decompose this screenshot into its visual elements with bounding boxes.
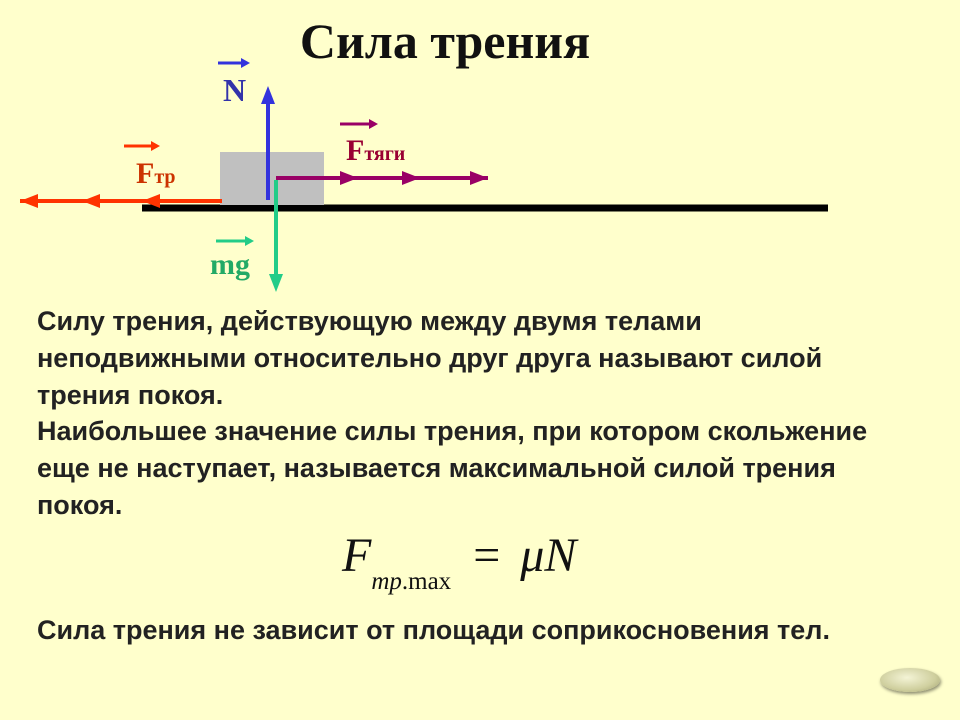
traction-vector-overbar xyxy=(340,119,378,129)
gravity-vector-overbar xyxy=(216,236,254,246)
traction-force-label: Fтяги xyxy=(346,134,405,167)
force-diagram: N Fтр Fтяги mg xyxy=(20,58,828,292)
max-friction-formula: Fтр.max = μN xyxy=(342,528,577,595)
traction-force-arrow xyxy=(276,171,488,185)
formula-lhs: F xyxy=(342,529,372,582)
formula-subscript: тр.max xyxy=(371,568,451,595)
formula-rhs: μN xyxy=(520,529,577,582)
normal-force-arrow xyxy=(261,86,275,200)
friction-force-label-sub: тр xyxy=(154,166,175,188)
gravity-force-label: mg xyxy=(210,248,250,281)
formula-equals: = xyxy=(473,529,501,582)
slide-title: Сила трения xyxy=(299,13,591,69)
paragraph-area-independence: Сила трения не зависит от площади соприк… xyxy=(37,615,830,645)
paragraph-static-friction: Силу трения, действующую между двумя тел… xyxy=(37,306,823,410)
traction-force-label-sub: тяги xyxy=(364,143,405,165)
friction-force-arrow xyxy=(20,194,222,208)
friction-force-label: Fтр xyxy=(136,157,176,190)
paragraph-max-static-friction: Наибольшее значение силы трения, при кот… xyxy=(37,416,868,520)
normal-force-label: N xyxy=(223,72,246,108)
normal-vector-overbar xyxy=(218,58,250,68)
traction-force-label-main: F xyxy=(346,134,364,167)
formula-subscript-text: тр xyxy=(371,568,402,595)
next-slide-button[interactable] xyxy=(880,668,940,692)
formula-subscript-suffix: .max xyxy=(401,568,452,595)
friction-force-label-main: F xyxy=(136,157,154,190)
friction-vector-overbar xyxy=(124,141,160,151)
gravity-force-arrow xyxy=(269,180,283,292)
